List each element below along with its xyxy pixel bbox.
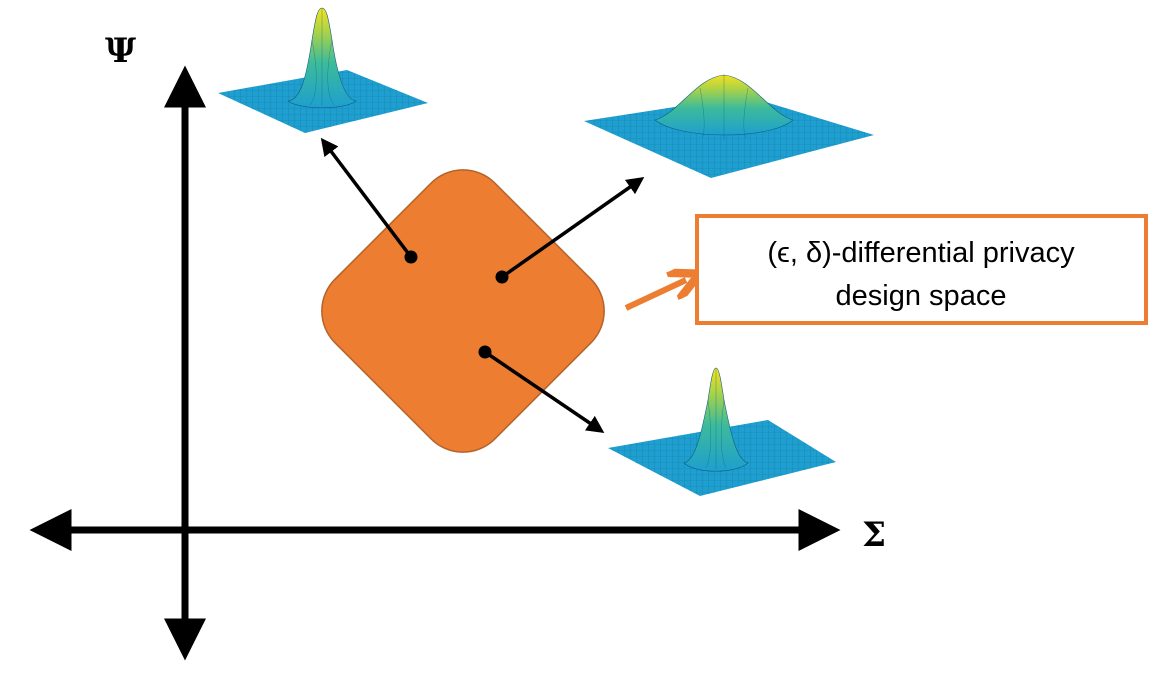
- gaussian-surface-icon: [218, 7, 428, 133]
- design-space-region: [321, 169, 605, 453]
- design-point-3: [478, 345, 492, 359]
- callout-arrow: [624, 280, 686, 311]
- gaussian-surface-icon: [608, 367, 836, 496]
- callout-line-2: design space: [836, 280, 1007, 312]
- callout-box: [695, 214, 1148, 325]
- sigma-axis-label: Σ: [862, 515, 886, 555]
- callout-line-1: (ϵ, δ)-differential privacy: [767, 237, 1075, 269]
- gaussian-surface-icon: [584, 74, 874, 178]
- psi-axis-label: Ψ: [105, 31, 136, 71]
- design-point-2: [495, 270, 509, 284]
- mapping-arrows: [320, 137, 645, 433]
- design-point-1: [404, 250, 418, 264]
